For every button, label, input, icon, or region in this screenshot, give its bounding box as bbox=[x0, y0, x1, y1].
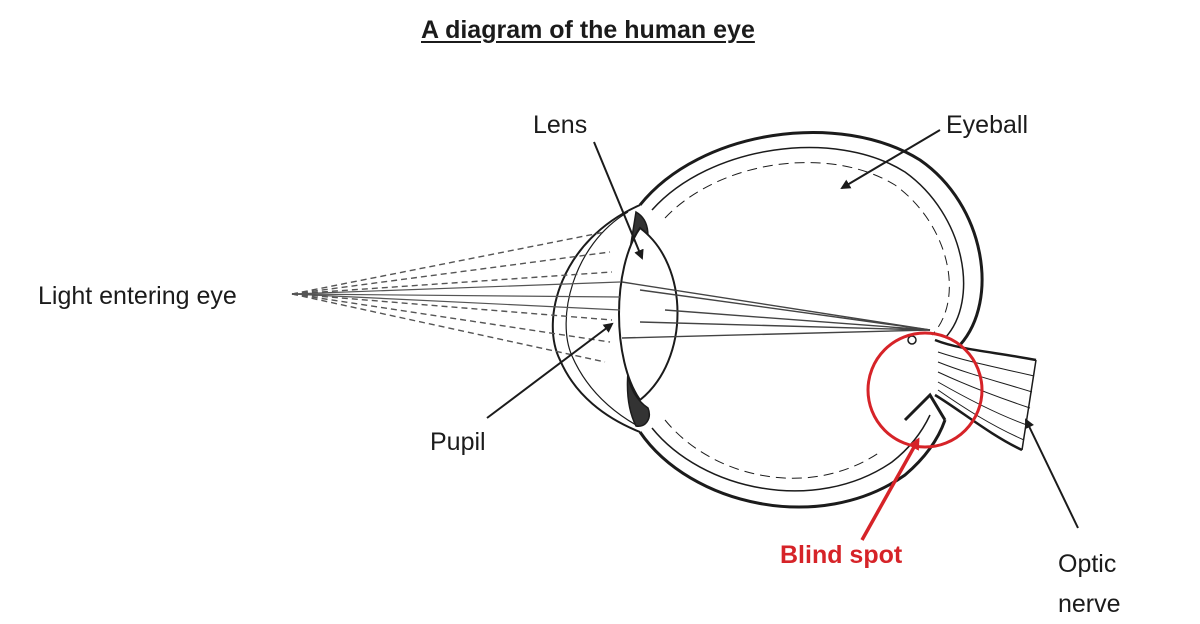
direct-light-rays bbox=[292, 282, 620, 310]
blind-spot-circle bbox=[868, 333, 982, 447]
label-blind-spot: Blind spot bbox=[780, 543, 902, 568]
optic-nerve bbox=[935, 340, 1036, 450]
label-optic-line1: Optic bbox=[1058, 544, 1121, 584]
label-eyeball: Eyeball bbox=[946, 113, 1028, 138]
label-lens: Lens bbox=[533, 113, 587, 138]
retina-focus-point bbox=[908, 336, 916, 344]
label-optic-line2: nerve bbox=[1058, 584, 1121, 624]
label-optic-nerve: Optic nerve bbox=[1058, 544, 1121, 624]
lens-shape bbox=[619, 228, 678, 400]
label-pupil: Pupil bbox=[430, 430, 486, 455]
diagram-title: A diagram of the human eye bbox=[421, 18, 755, 43]
eyeball-arrow bbox=[842, 130, 940, 188]
blind-spot-arrow bbox=[862, 440, 918, 540]
optic-nerve-arrow bbox=[1026, 420, 1078, 528]
lens-arrow bbox=[594, 142, 642, 258]
label-light-entering: Light entering eye bbox=[38, 284, 237, 309]
eyeball-wall bbox=[640, 132, 982, 507]
